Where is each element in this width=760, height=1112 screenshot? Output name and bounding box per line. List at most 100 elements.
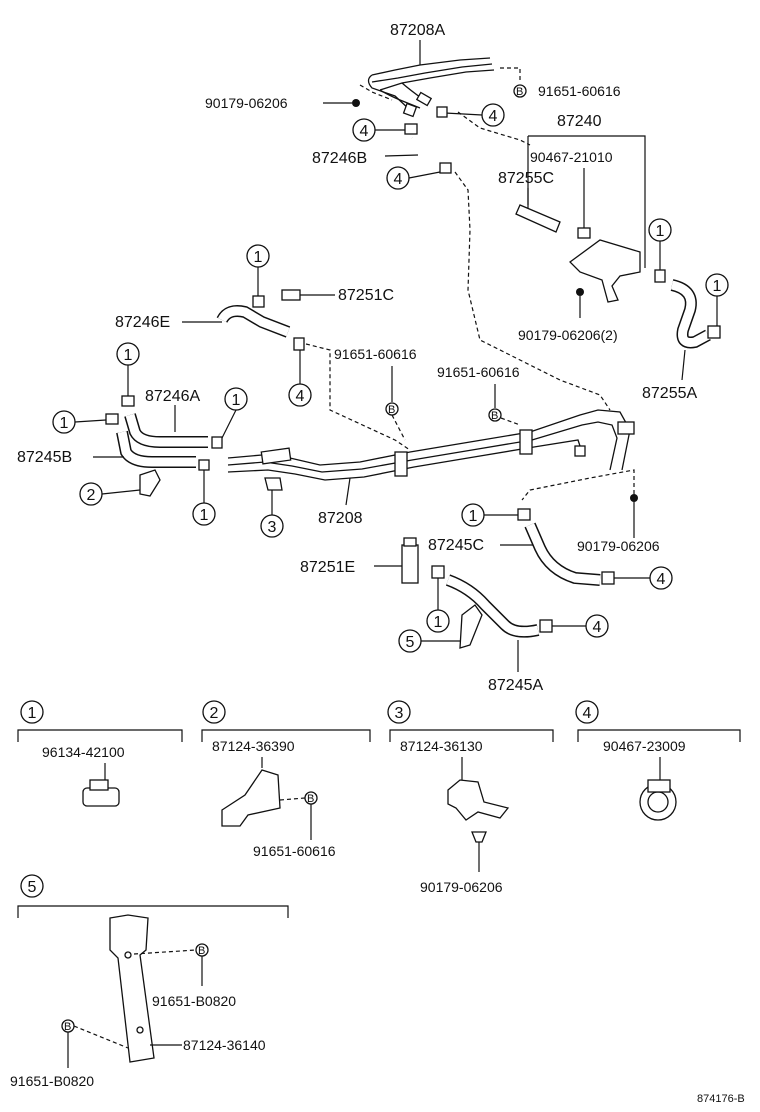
label-87251c: 87251C [338,287,394,304]
pipe-assembly-87208a [367,57,495,118]
label-87246a: 87246A [145,388,200,405]
label-91651-60616-top: 91651-60616 [538,83,621,99]
svg-text:1: 1 [254,249,263,266]
legend-item-2: 2 87124-36390 B 91651-60616 [201,700,371,859]
callout-4 [585,614,609,638]
bolt-icon [352,99,360,107]
label-87246e: 87246E [115,314,170,331]
clamp-icon [539,619,553,633]
clamp-3-icon [447,779,510,821]
legend-item-5: 5 B 91651-B0820 87124-36140 B 91651-B082… [10,874,289,1089]
label-87208a: 87208A [390,22,445,39]
svg-text:B: B [388,404,395,416]
callout-3 [260,514,284,538]
svg-text:96134-42100: 96134-42100 [42,744,125,760]
label-90179-06206-top: 90179-06206 [205,95,288,111]
svg-text:4: 4 [593,619,602,636]
clamp-icon [198,459,210,471]
svg-text:B: B [307,793,314,805]
label-87255a: 87255A [642,385,697,402]
svg-text:87124-36140: 87124-36140 [183,1037,266,1053]
bracket-5-icon [109,914,155,1063]
clamp-2-icon [139,469,161,497]
bolt-b-icon [513,84,527,98]
clamp-icon [252,295,265,308]
clamp-icon [439,162,452,174]
clamp-icon [707,325,721,339]
callout-1 [192,502,216,526]
clamp-icon [431,565,445,579]
clamp-icon [436,106,448,118]
legend-item-3: 3 87124-36130 90179-06206 [387,700,554,895]
bolt-b-icon [488,408,502,422]
svg-text:87124-36390: 87124-36390 [212,738,295,754]
callout-4 [649,566,673,590]
pipe-assembly-87208 [227,409,635,481]
bolt-icon [471,831,487,843]
label-90467-21010: 90467-21010 [530,149,613,165]
svg-text:B: B [516,86,523,98]
label-87251e: 87251E [300,559,355,576]
label-91651-60616-mid2: 91651-60616 [437,364,520,380]
legend-item-1: 1 96134-42100 [17,700,183,807]
label-90179-06206-2: 90179-06206(2) [518,327,618,343]
bolt-icon [630,494,638,502]
label-91651-60616-mid1: 91651-60616 [334,346,417,362]
svg-text:3: 3 [395,705,404,722]
callout-4 [288,383,312,407]
label-87246b: 87246B [312,150,367,167]
svg-text:5: 5 [406,634,415,651]
clamp-icon [211,436,223,449]
clamp-icon [404,123,418,135]
clamp-icon [517,508,531,521]
svg-text:91651-B0820: 91651-B0820 [10,1073,94,1089]
label-90179-06206-right: 90179-06206 [577,538,660,554]
svg-text:1: 1 [713,278,722,295]
svg-text:B: B [64,1021,71,1033]
svg-text:B: B [198,945,205,957]
clamp-2-icon [221,769,281,827]
svg-text:B: B [491,410,498,422]
svg-text:4: 4 [296,388,305,405]
svg-text:4: 4 [657,571,666,588]
bracket-87240 [569,239,641,303]
svg-text:91651-B0820: 91651-B0820 [152,993,236,1009]
svg-text:4: 4 [583,705,592,722]
label-87208: 87208 [318,510,363,527]
callout-1 [426,609,450,633]
valve-87251e [401,544,419,584]
clamp-icon [121,395,135,407]
svg-text:4: 4 [360,123,369,140]
clamp-icon [577,227,591,239]
label-87245b: 87245B [17,449,72,466]
svg-text:5: 5 [28,879,37,896]
label-87245c: 87245C [428,537,484,554]
clamp-icon [654,269,666,283]
svg-text:3: 3 [268,519,277,536]
svg-text:2: 2 [87,487,96,504]
label-87240: 87240 [557,113,602,130]
diagram-code: 874176-B [697,1093,745,1105]
svg-text:4: 4 [489,108,498,125]
svg-text:90179-06206: 90179-06206 [420,879,503,895]
svg-text:1: 1 [28,705,37,722]
bracket-5-icon [459,604,483,649]
svg-text:1: 1 [60,415,69,432]
svg-text:90467-23009: 90467-23009 [603,738,686,754]
svg-text:1: 1 [200,507,209,524]
clamp-icon [293,337,305,351]
svg-text:87124-36130: 87124-36130 [400,738,483,754]
svg-text:1: 1 [124,347,133,364]
svg-text:4: 4 [394,171,403,188]
label-87255c: 87255C [498,170,554,187]
hose-87255c [515,204,561,233]
valve-87251c [281,289,301,301]
svg-text:1: 1 [469,508,478,525]
clamp-icon [601,571,615,585]
clamp-3-icon [264,477,283,491]
legend-item-4: 4 90467-23009 [575,700,741,821]
clamp-icon [105,413,119,425]
clamp-icon [82,787,120,807]
svg-text:91651-60616: 91651-60616 [253,843,336,859]
